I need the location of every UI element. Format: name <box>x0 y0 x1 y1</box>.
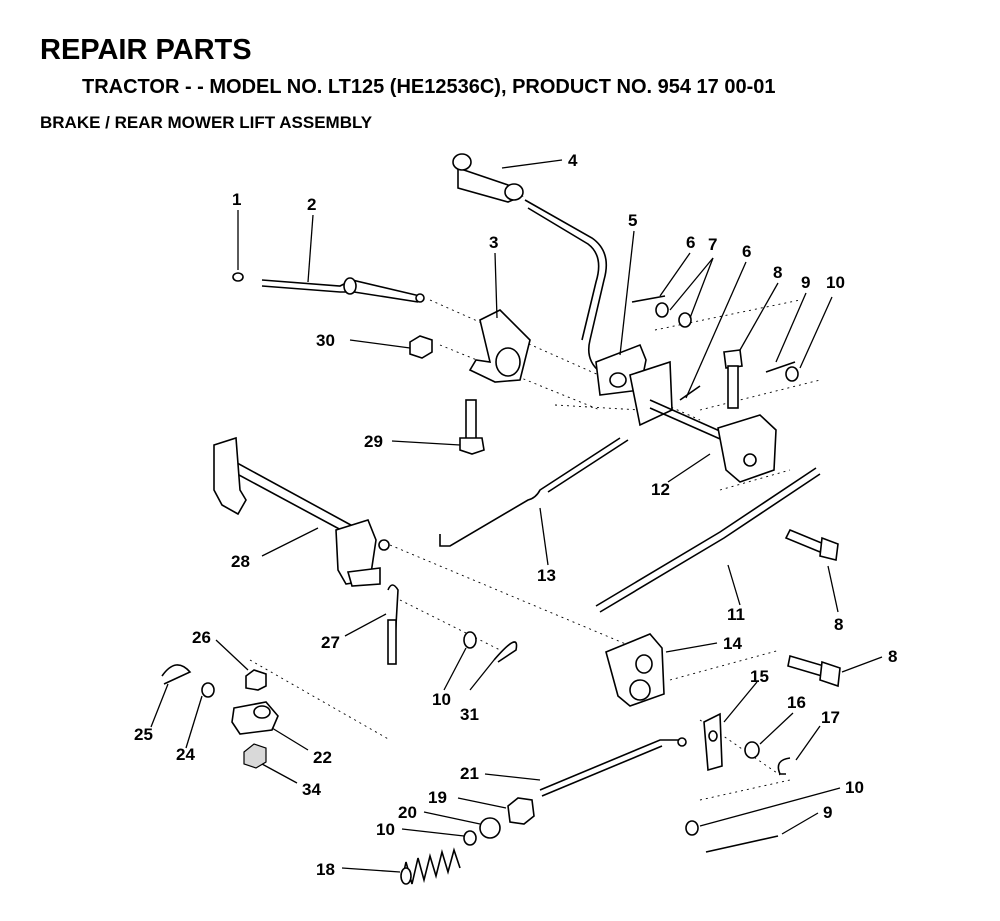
callout-10a: 10 <box>826 273 845 292</box>
washer-10a-part <box>785 366 799 382</box>
callout-5: 5 <box>628 211 637 230</box>
callout-10d: 10 <box>376 820 395 839</box>
brake-rod-part <box>261 277 425 303</box>
shaft-arm-part <box>717 414 777 483</box>
callout-29: 29 <box>364 432 383 451</box>
small-nut-part <box>232 272 244 282</box>
callout-10b: 10 <box>432 690 451 709</box>
mount-bracket-part <box>468 309 531 383</box>
callout-1: 1 <box>232 190 241 209</box>
callout-20: 20 <box>398 803 417 822</box>
washer-10b-part <box>463 631 477 649</box>
callout-13: 13 <box>537 566 556 585</box>
bolt-29-part <box>459 399 485 455</box>
callout-26: 26 <box>192 628 211 647</box>
callout-9a: 9 <box>801 273 810 292</box>
callout-16: 16 <box>787 693 806 712</box>
washer-24-part <box>201 682 215 698</box>
washer-10c-part <box>685 820 699 836</box>
callout-21: 21 <box>460 764 479 783</box>
cotter-pin-6b-part <box>679 385 701 401</box>
callout-19: 19 <box>428 788 447 807</box>
callout-8b: 8 <box>834 615 843 634</box>
callout-18: 18 <box>316 860 335 879</box>
section-title: BRAKE / REAR MOWER LIFT ASSEMBLY <box>40 113 373 132</box>
nut-20-part <box>479 817 501 839</box>
callout-24: 24 <box>176 745 195 764</box>
page-title: REPAIR PARTS <box>40 34 252 66</box>
rod-21-part <box>539 737 687 797</box>
bolt-8-upper-part <box>723 349 743 409</box>
callout-28: 28 <box>231 552 250 571</box>
callout-14: 14 <box>723 634 742 653</box>
lift-handle-rod <box>524 199 608 373</box>
callout-10c: 10 <box>845 778 864 797</box>
nut-26-part <box>245 669 267 691</box>
cotter-pin-9b-part <box>705 835 779 853</box>
spring-18-part <box>400 847 461 885</box>
hex-nut-part <box>409 335 433 359</box>
bolt-8-lower-part <box>787 654 841 688</box>
callout-7: 7 <box>708 235 717 254</box>
washer-7a-part <box>655 302 669 318</box>
callout-11: 11 <box>727 605 745 624</box>
callout-8c: 8 <box>888 647 897 666</box>
pin-22-part <box>231 701 279 735</box>
model-subtitle: TRACTOR - - MODEL NO. LT125 (HE12536C), … <box>82 76 776 98</box>
callout-2: 2 <box>307 195 316 214</box>
nut-19-part <box>507 797 535 825</box>
bolt-8-middle-part <box>784 528 839 561</box>
callout-8a: 8 <box>773 263 782 282</box>
cotter-pin-6a-part <box>631 295 666 303</box>
callout-34: 34 <box>302 780 321 799</box>
washer-16-part <box>744 741 760 759</box>
callout-15: 15 <box>750 667 769 686</box>
callout-17: 17 <box>821 708 840 727</box>
callout-numbers: 1 2 3 4 5 6 7 6 8 9 10 30 29 12 28 13 11… <box>134 151 897 879</box>
nut-34-part <box>243 743 267 769</box>
lift-bracket-part <box>595 343 673 427</box>
hook-rod-part <box>387 584 399 665</box>
plate-15-part <box>703 712 723 772</box>
clip-17-part <box>777 757 791 775</box>
cotter-pin-9a-part <box>765 361 796 373</box>
callout-22: 22 <box>313 748 332 767</box>
link-rod-13-part <box>439 437 621 547</box>
callout-12: 12 <box>651 480 670 499</box>
callout-25: 25 <box>134 725 153 744</box>
handle-grip-part <box>452 153 524 203</box>
callout-31: 31 <box>460 705 479 724</box>
callout-27: 27 <box>321 633 340 652</box>
callout-30: 30 <box>316 331 335 350</box>
hairpin-25-part <box>161 664 192 685</box>
washer-7b-part <box>678 312 692 328</box>
washer-10d-part <box>463 830 477 846</box>
leader-lines <box>150 159 883 873</box>
rear-lift-shaft-part <box>213 436 390 587</box>
link-rod-11-part <box>595 467 817 607</box>
callout-9b: 9 <box>823 803 832 822</box>
bracket-14-part <box>605 633 665 707</box>
callout-4: 4 <box>568 151 578 170</box>
callout-3: 3 <box>489 233 498 252</box>
callout-6b: 6 <box>742 242 751 261</box>
callout-6a: 6 <box>686 233 695 252</box>
hairpin-31-part <box>493 641 518 663</box>
